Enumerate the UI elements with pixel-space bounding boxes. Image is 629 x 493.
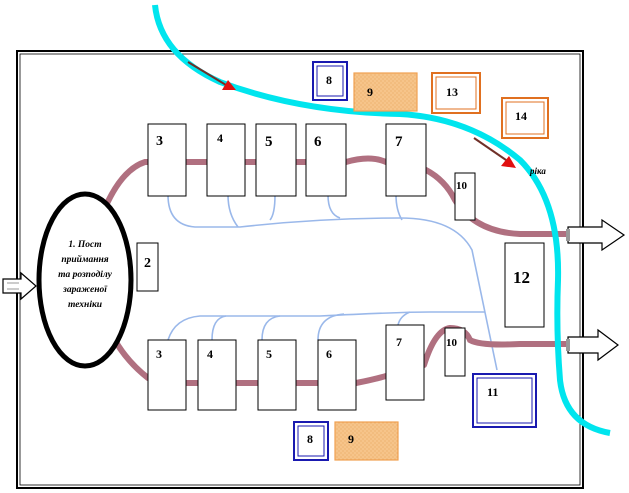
reception-post-label: 1. Пост приймання та розподілу зараженої…: [58, 240, 113, 310]
station-8-top: 8: [312, 61, 348, 101]
station-6-top: 6: [305, 123, 347, 197]
svg-text:4: 4: [217, 131, 223, 145]
svg-text:9: 9: [348, 432, 354, 446]
svg-text:6: 6: [314, 134, 322, 150]
exit-arrow-top-icon: [566, 218, 626, 252]
station-5-top: 5: [255, 123, 297, 197]
entry-arrow-icon: [2, 271, 37, 301]
river-flow-arrow-1: [187, 61, 236, 90]
station-10-bottom: 10: [444, 327, 466, 377]
svg-text:7: 7: [396, 335, 402, 349]
station-3-top: 3: [147, 123, 187, 197]
svg-text:8: 8: [307, 432, 313, 446]
svg-text:14: 14: [515, 109, 527, 123]
station-9-bottom: 9: [334, 421, 399, 461]
svg-text:5: 5: [265, 134, 273, 150]
svg-text:3: 3: [156, 134, 163, 149]
svg-text:11: 11: [487, 385, 498, 399]
svg-text:та розподілу: та розподілу: [58, 269, 113, 280]
svg-text:10: 10: [456, 180, 468, 192]
station-8-bottom: 8: [293, 421, 329, 461]
svg-text:6: 6: [326, 347, 332, 361]
station-4-bottom: 4: [197, 339, 237, 411]
station-4-top: 4: [206, 123, 246, 197]
svg-text:9: 9: [367, 85, 373, 99]
reception-post: [36, 191, 134, 369]
svg-text:8: 8: [326, 73, 332, 87]
svg-text:5: 5: [266, 347, 272, 361]
svg-text:1. Пост: 1. Пост: [68, 240, 101, 250]
svg-text:10: 10: [446, 337, 458, 349]
exit-arrow-bottom-icon: [566, 328, 619, 362]
station-12: 12: [504, 242, 545, 328]
station-7-top: 7: [385, 123, 427, 197]
pipe-network: [167, 194, 498, 371]
station-3-bottom: 3: [147, 339, 187, 411]
svg-text:7: 7: [395, 134, 403, 150]
station-5-bottom: 5: [257, 339, 297, 411]
station-14: 14: [501, 97, 549, 139]
station-7-bottom: 7: [385, 324, 425, 401]
river-flow-arrow-2: [473, 137, 516, 168]
site-boundary-inner: [19, 53, 581, 486]
station-6-bottom: 6: [317, 339, 357, 411]
svg-text:2: 2: [144, 256, 151, 271]
svg-text:зараженої: зараженої: [62, 285, 108, 295]
station-11: 11: [472, 373, 537, 428]
station-13: 13: [431, 72, 481, 114]
station-10-top: 10: [454, 172, 476, 221]
svg-text:4: 4: [207, 347, 213, 361]
svg-text:приймання: приймання: [61, 254, 108, 265]
svg-text:3: 3: [156, 347, 162, 361]
river-label: ріка: [529, 166, 546, 176]
svg-text:техніки: техніки: [68, 299, 102, 310]
svg-text:13: 13: [446, 85, 458, 99]
svg-text:12: 12: [513, 268, 530, 287]
station-9-top: 9: [353, 72, 418, 112]
station-2: 2: [136, 242, 159, 292]
